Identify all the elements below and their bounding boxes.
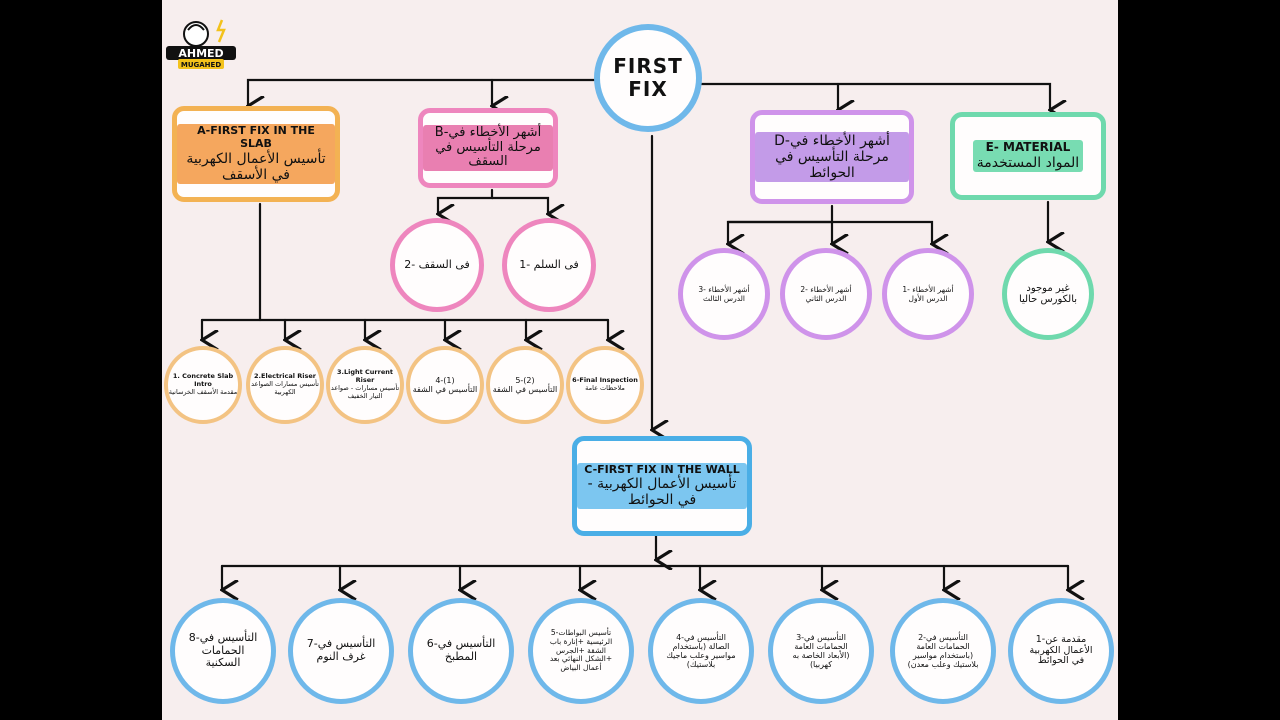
branch-b-title-ar: B-أشهر الأخطاء في مرحلة التأسيس في السقف [434, 124, 542, 170]
c-child-6: 6-التأسيس في المطبخ [408, 598, 514, 704]
c-child-3-label: 3-التأسيس في الحمامات العامة (الأبعاد ال… [792, 632, 850, 670]
logo-line2: MUGAHED [181, 61, 221, 69]
logo-line1: AHMED [178, 47, 223, 60]
a-child-2-ar: تأسيس مسارات الصواعد الكهربية [251, 380, 319, 396]
d-child-2-l2: الدرس الثاني [805, 294, 847, 303]
d-child-lesson-1: 1- أشهر الأخطاء الدرس الأول [882, 248, 974, 340]
root-node: FIRST FIX [594, 24, 702, 132]
e-child-unavailable: غير موجود بالكورس حاليا [1002, 248, 1094, 340]
a-child-6-en: 6-Final Inspection [572, 376, 638, 385]
mind-map-canvas: AHMED MUGAHED FIRST FIX A-FIRST FIX IN T… [162, 0, 1118, 720]
d-child-3-l2: الدرس الثالث [702, 294, 746, 303]
a-child-2: 2.Electrical Riser تأسيس مسارات الصواعد … [246, 346, 324, 424]
branch-c-title-en: C-FIRST FIX IN THE WALL [584, 462, 740, 476]
a-child-3-ar: تأسيس مسارات - صواعد التيار الخفيف [330, 384, 400, 400]
c-child-8: 8-التأسيس في الحمامات السكنية [170, 598, 276, 704]
c-child-7-label: 7-التأسيس في غرف النوم [306, 637, 376, 663]
a-child-3-en: 3.Light Current Riser [337, 368, 393, 385]
c-child-4-label: 4-التأسيس في الصالة (باستخدام مواسير وعل… [666, 632, 736, 670]
c-child-1: 1-مقدمة عن الأعمال الكهربية في الحوائط [1008, 598, 1114, 704]
root-line1: FIRST [613, 54, 683, 78]
b-child-1-label: 2- فى السقف [404, 257, 470, 271]
d-child-1-l1: 1- أشهر الأخطاء [902, 285, 954, 294]
c-child-5-label: 5-تأسيس البواطات الرئيسية +إنارة باب الش… [549, 628, 613, 672]
branch-d-title-ar: D-أشهر الأخطاء في مرحلة التأسيس في الحوا… [774, 132, 890, 182]
branch-a-title-ar: تأسيس الأعمال الكهربية في الأسقف [186, 150, 326, 183]
c-child-2-label: 2-التأسيس في الحمامات العامة (باستخدام م… [907, 632, 979, 670]
a-child-5: 5-(2) التأسيس في الشقة [486, 346, 564, 424]
b-child-ceiling: 2- فى السقف [390, 218, 484, 312]
c-child-7: 7-التأسيس في غرف النوم [288, 598, 394, 704]
d-child-lesson-3: 3- أشهر الأخطاء الدرس الثالث [678, 248, 770, 340]
a-child-4-ar: التأسيس في الشقة [412, 385, 478, 394]
c-child-5: 5-تأسيس البواطات الرئيسية +إنارة باب الش… [528, 598, 634, 704]
a-child-6: 6-Final Inspection ملاحظات عامة [566, 346, 644, 424]
a-child-4-en: 4-(1) [435, 375, 455, 385]
a-child-1: 1. Concrete Slab Intro مقدمة الأسقف الخر… [164, 346, 242, 424]
b-child-2-label: 1- فى السلم [519, 257, 579, 271]
c-child-4: 4-التأسيس في الصالة (باستخدام مواسير وعل… [648, 598, 754, 704]
branch-c-title-ar: - تأسيس الأعمال الكهربية في الحوائط [587, 476, 737, 509]
a-child-5-en: 5-(2) [515, 375, 535, 385]
branch-e-title-en: E- MATERIAL [985, 140, 1071, 155]
c-child-6-label: 6-التأسيس في المطبخ [426, 637, 496, 663]
branch-a-slab: A-FIRST FIX IN THE SLAB تأسيس الأعمال ال… [172, 106, 340, 202]
connector-lines [162, 78, 1118, 720]
c-child-3: 3-التأسيس في الحمامات العامة (الأبعاد ال… [768, 598, 874, 704]
a-child-2-en: 2.Electrical Riser [254, 372, 316, 381]
d-child-lesson-2: 2- أشهر الأخطاء الدرس الثاني [780, 248, 872, 340]
branch-e-material: E- MATERIAL المواد المستخدمة [950, 112, 1106, 200]
d-child-2-l1: 2- أشهر الأخطاء [800, 285, 852, 294]
e-child-label: غير موجود بالكورس حاليا [1018, 282, 1078, 306]
d-child-3-l1: 3- أشهر الأخطاء [698, 285, 750, 294]
channel-logo: AHMED MUGAHED [166, 12, 238, 74]
root-line2: FIX [628, 77, 668, 101]
branch-e-title-ar: المواد المستخدمة [976, 154, 1080, 171]
b-child-stairs: 1- فى السلم [502, 218, 596, 312]
c-child-8-label: 8-التأسيس في الحمامات السكنية [188, 631, 258, 670]
a-child-6-ar: ملاحظات عامة [585, 384, 625, 392]
d-child-1-l2: الدرس الأول [908, 294, 948, 303]
a-child-4: 4-(1) التأسيس في الشقة [406, 346, 484, 424]
branch-c-wall: C-FIRST FIX IN THE WALL - تأسيس الأعمال … [572, 436, 752, 536]
a-child-5-ar: التأسيس في الشقة [492, 385, 558, 394]
branch-b-slab-mistakes: B-أشهر الأخطاء في مرحلة التأسيس في السقف [418, 108, 558, 188]
a-child-1-ar: مقدمة الأسقف الخرسانية [168, 387, 238, 396]
a-child-1-en: 1. Concrete Slab Intro [172, 372, 234, 389]
c-child-1-label: 1-مقدمة عن الأعمال الكهربية في الحوائط [1029, 633, 1093, 667]
a-child-3: 3.Light Current Riser تأسيس مسارات - صوا… [326, 346, 404, 424]
branch-d-wall-mistakes: D-أشهر الأخطاء في مرحلة التأسيس في الحوا… [750, 110, 914, 204]
branch-a-title-en: A-FIRST FIX IN THE SLAB [197, 124, 315, 150]
c-child-2: 2-التأسيس في الحمامات العامة (باستخدام م… [890, 598, 996, 704]
